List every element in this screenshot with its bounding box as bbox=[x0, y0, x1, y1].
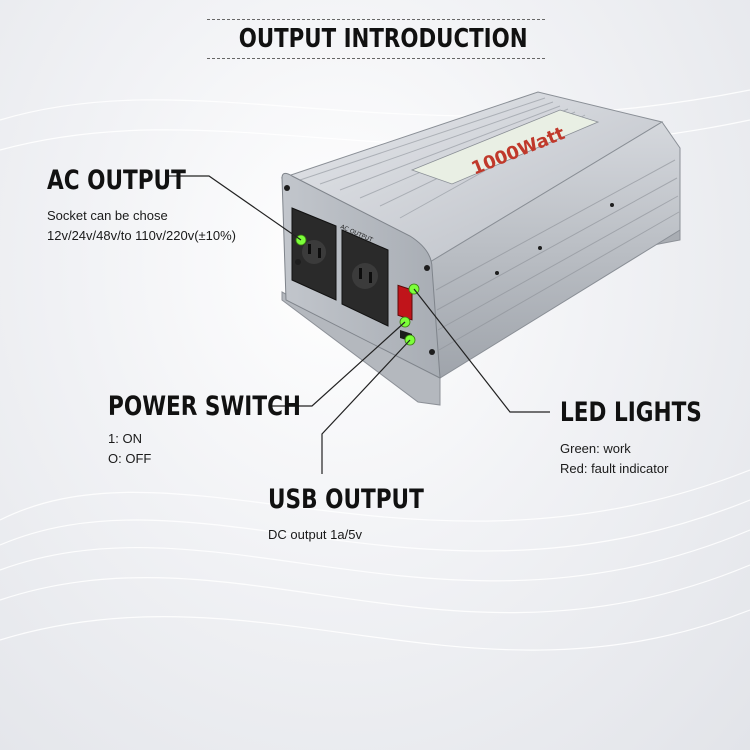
top-label bbox=[410, 109, 600, 185]
leader-ac bbox=[168, 175, 302, 241]
usb-output-line-1: DC output 1a/5v bbox=[268, 527, 362, 542]
led-lights-line-2: Red: fault indicator bbox=[560, 461, 669, 476]
leader-switch bbox=[270, 321, 406, 407]
power-switch-line-2: O: OFF bbox=[108, 451, 152, 466]
leader-led bbox=[413, 288, 550, 413]
ac-socket-1 bbox=[291, 207, 337, 301]
ac-socket-2 bbox=[341, 229, 389, 327]
ac-output-line-1: Socket can be chose bbox=[47, 208, 168, 223]
power-switch-heading: POWER SWITCH bbox=[108, 391, 302, 422]
power-switch-line-1: 1: ON bbox=[108, 431, 142, 446]
title-frame: OUTPUT INTRODUCTION bbox=[207, 19, 545, 59]
led-lights-line-1: Green: work bbox=[560, 441, 631, 456]
ac-output-description: Socket can be chose 12v/24v/48v/to 110v/… bbox=[47, 206, 236, 246]
usb-output-heading: USB OUTPUT bbox=[268, 484, 424, 515]
led-lights-heading: LED LIGHTS bbox=[560, 397, 702, 428]
leader-usb bbox=[321, 339, 411, 474]
ac-output-heading: AC OUTPUT bbox=[47, 165, 186, 196]
screws bbox=[284, 185, 614, 355]
power-switch-description: 1: ON O: OFF bbox=[108, 429, 151, 469]
page-title: OUTPUT INTRODUCTION bbox=[238, 24, 528, 54]
ac-output-line-2: 12v/24v/48v/to 110v/220v(±10%) bbox=[47, 228, 237, 243]
side-ribs bbox=[435, 159, 680, 351]
led-lights-description: Green: work Red: fault indicator bbox=[560, 439, 668, 479]
usb-output-description: DC output 1a/5v bbox=[268, 525, 362, 545]
